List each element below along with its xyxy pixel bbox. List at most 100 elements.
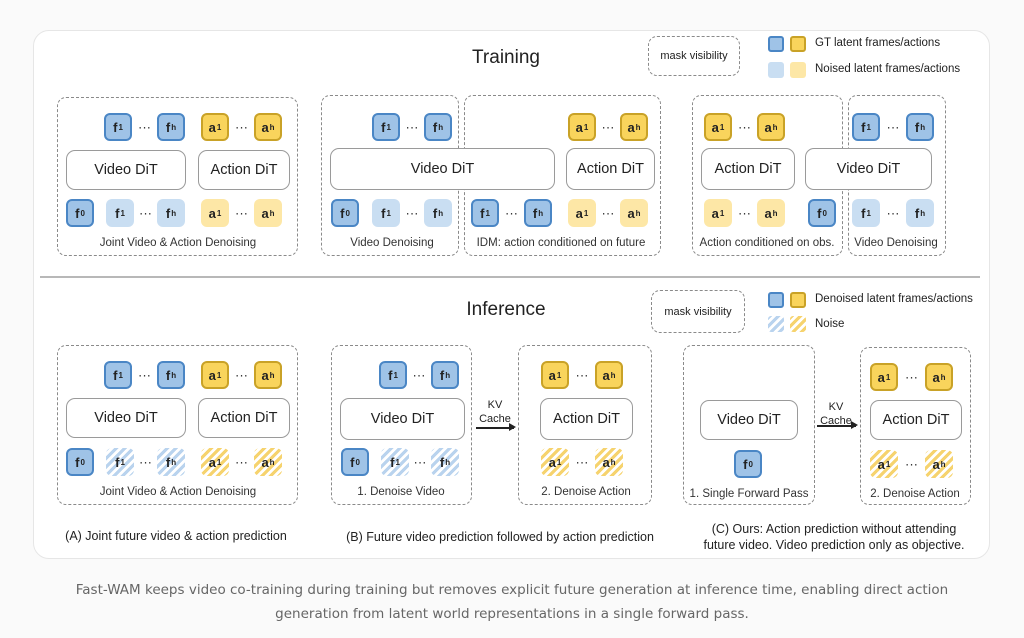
token-subscript: h	[610, 370, 616, 380]
legend-denoised-label: Denoised latent frames/actions	[815, 293, 973, 305]
token-letter: f	[914, 119, 920, 135]
token-letter: f	[381, 205, 386, 221]
token-letter: a	[208, 367, 216, 383]
token-subscript: 1	[866, 122, 871, 132]
ellipsis: ···	[139, 454, 152, 470]
token-letter: f	[432, 119, 438, 135]
token-subscript: 1	[719, 122, 725, 132]
token-subscript: h	[920, 208, 926, 218]
token-letter: a	[764, 205, 772, 221]
token-subscript: h	[635, 122, 641, 132]
training-panel-a	[57, 97, 298, 256]
caption-c: (C) Ours: Action prediction without atte…	[703, 521, 964, 553]
legend-noised-yellow-swatch	[790, 62, 806, 78]
token-subscript: 0	[345, 208, 350, 218]
kv-line: KV	[828, 401, 844, 413]
token-letter: f	[439, 454, 445, 470]
token-letter: f	[340, 205, 345, 221]
token-subscript: 1	[216, 122, 222, 132]
token-subscript: 1	[885, 372, 891, 382]
video-dit-box: Video DiT	[805, 148, 932, 190]
arrow-icon	[476, 424, 516, 430]
legend-denoised-yellow-swatch	[790, 292, 806, 308]
token-letter: f	[861, 119, 866, 135]
legend-noise-yellow-swatch	[790, 316, 806, 332]
token-letter: f	[350, 454, 355, 470]
token-letter: a	[208, 454, 216, 470]
caption-a: (A) Joint future video & action predicti…	[65, 529, 287, 543]
token-letter: f	[165, 454, 171, 470]
action-dit-box: Action DiT	[540, 398, 633, 440]
token-subscript: 1	[583, 122, 589, 132]
token-letter: f	[165, 367, 171, 383]
token-letter: f	[861, 205, 866, 221]
token-subscript: h	[171, 208, 177, 218]
legend-noised-blue-swatch	[768, 62, 784, 78]
figure-caption-line: generation from latent world representat…	[275, 606, 749, 622]
ellipsis: ···	[575, 454, 589, 470]
ellipsis: ···	[235, 367, 248, 383]
token-letter: f	[439, 367, 445, 383]
action-dit-box: Action DiT	[198, 150, 290, 190]
action-dit-box: Action DiT	[870, 400, 962, 440]
inference-title: Inference	[466, 299, 546, 320]
token-letter: f	[113, 119, 118, 135]
token-subscript: 0	[80, 457, 85, 467]
token-subscript: 1	[583, 208, 589, 218]
token-subscript: h	[772, 208, 778, 218]
token-letter: f	[75, 454, 80, 470]
panel-label: 1. Denoise Video	[357, 486, 445, 498]
legend-noised-label: Noised latent frames/actions	[815, 63, 961, 75]
token-subscript: h	[269, 122, 275, 132]
ellipsis: ···	[405, 119, 419, 135]
token-letter: f	[743, 456, 748, 472]
token-letter: f	[165, 205, 171, 221]
token-subscript: 1	[556, 457, 562, 467]
token-letter: a	[575, 119, 583, 135]
video-dit-box: Video DiT	[340, 398, 465, 440]
token-subscript: 1	[118, 370, 123, 380]
token-letter: a	[627, 205, 635, 221]
token-letter: a	[602, 367, 610, 383]
token-letter: a	[261, 367, 269, 383]
inference-panel-c-action	[860, 347, 971, 505]
token-letter: f	[115, 454, 120, 470]
token-letter: a	[208, 119, 216, 135]
figure-caption: Fast-WAM keeps video co-training during …	[0, 578, 1024, 626]
token-subscript: h	[269, 457, 275, 467]
ellipsis: ···	[235, 454, 248, 470]
token-subscript: 1	[120, 457, 125, 467]
inference-panel-c-video	[683, 345, 815, 505]
panel-label: Joint Video & Action Denoising	[99, 237, 257, 249]
video-dit-box: Video DiT	[330, 148, 555, 190]
ellipsis: ···	[601, 205, 615, 221]
ellipsis: ···	[905, 369, 918, 385]
token-subscript: h	[772, 122, 778, 132]
token-letter: a	[208, 205, 216, 221]
panel-label: 2. Denoise Action	[870, 488, 960, 500]
token-subscript: h	[445, 370, 451, 380]
token-subscript: 1	[556, 370, 562, 380]
token-subscript: 0	[748, 459, 753, 469]
ellipsis: ···	[405, 205, 419, 221]
arrow-icon	[817, 422, 858, 428]
kv-line: Cache	[479, 413, 511, 425]
